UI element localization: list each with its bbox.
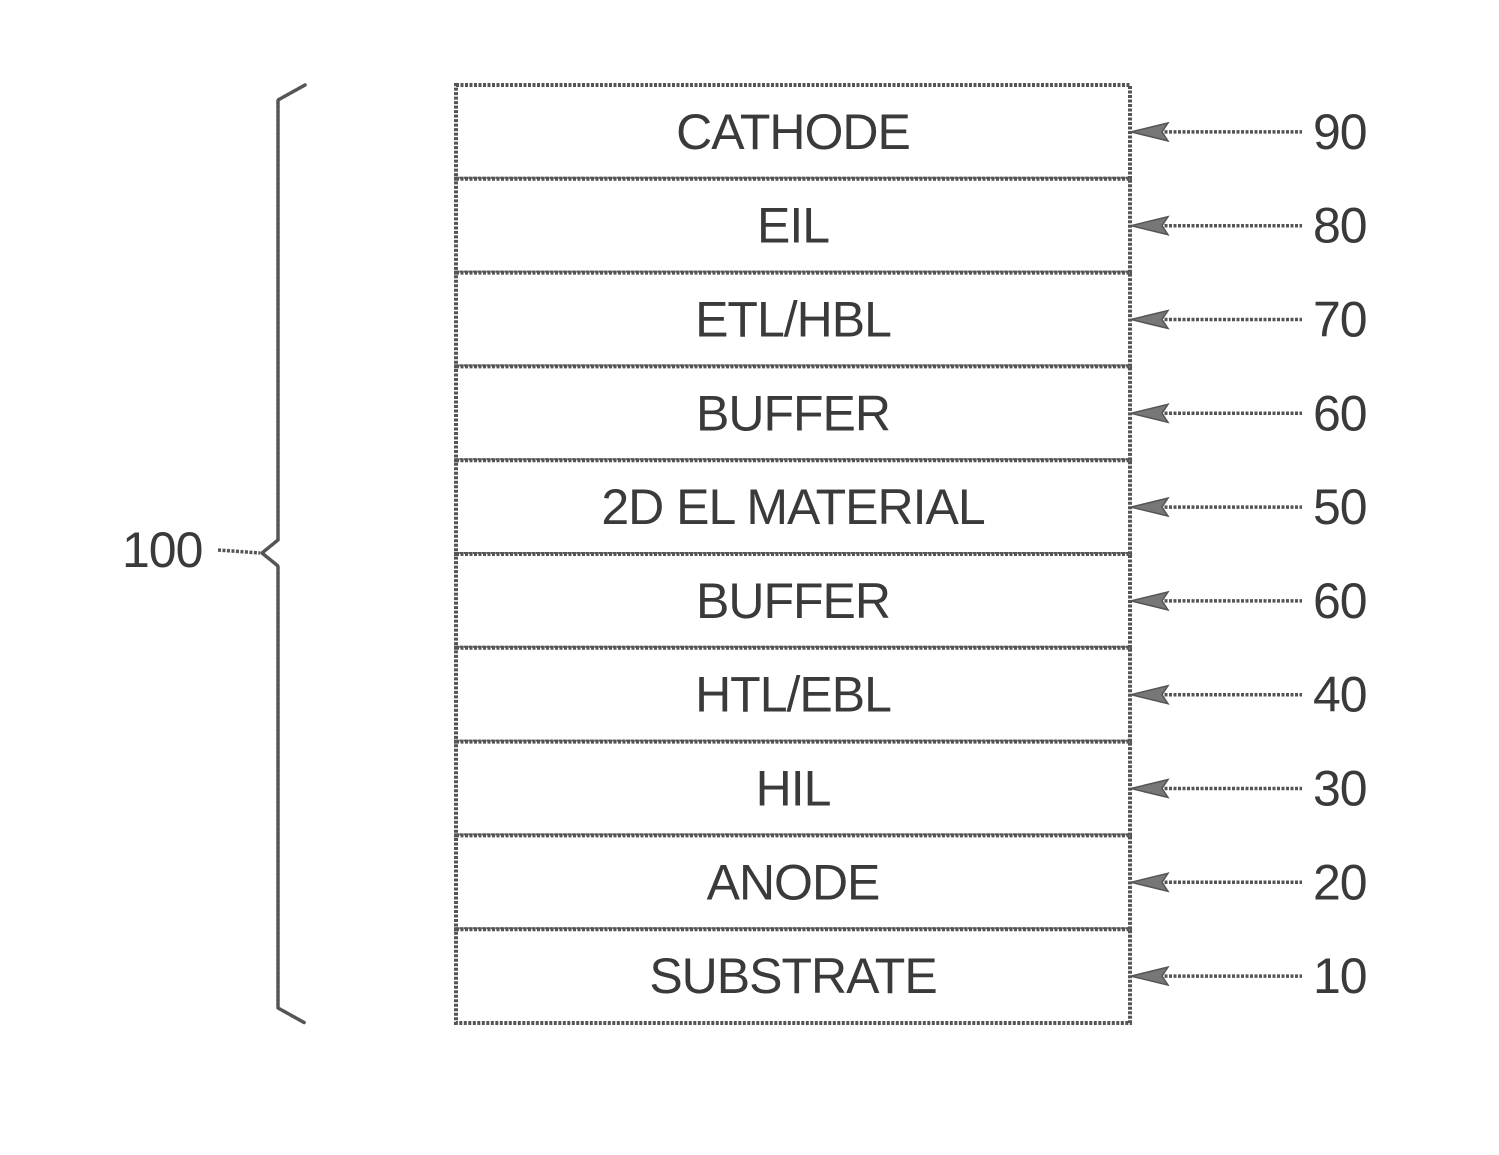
- layer-7: HTL/EBL: [456, 648, 1130, 742]
- layer-2: EIL: [456, 179, 1130, 273]
- stack-label: 100: [122, 522, 202, 578]
- arrowhead-icon: [1131, 873, 1168, 891]
- reference-8: 30: [1131, 761, 1367, 817]
- reference-2: 80: [1131, 198, 1367, 254]
- layer-name: SUBSTRATE: [649, 948, 936, 1004]
- arrowhead-icon: [1131, 311, 1168, 329]
- stack-brace: 100: [122, 85, 305, 1023]
- reference-numeral: 50: [1313, 479, 1367, 535]
- brace-pointer-line: [218, 550, 260, 553]
- reference-10: 10: [1131, 948, 1367, 1004]
- reference-numeral: 90: [1313, 104, 1367, 160]
- layer-name: HIL: [756, 761, 831, 817]
- reference-6: 60: [1131, 573, 1367, 629]
- arrowhead-icon: [1131, 780, 1168, 798]
- reference-9: 20: [1131, 854, 1367, 910]
- layer-name: ETL/HBL: [695, 292, 891, 348]
- arrowhead-icon: [1131, 592, 1168, 610]
- layer-8: HIL: [456, 742, 1130, 836]
- reference-7: 40: [1131, 667, 1367, 723]
- reference-4: 60: [1131, 385, 1367, 441]
- layer-5: 2D EL MATERIAL: [456, 460, 1130, 554]
- reference-numeral: 10: [1313, 948, 1367, 1004]
- layer-name: 2D EL MATERIAL: [601, 479, 985, 535]
- reference-numeral: 70: [1313, 292, 1367, 348]
- layers: CATHODE EIL ETL/HBL BUFFER 2D EL MATERIAL BUF…: [456, 85, 1130, 1023]
- layer-name: BUFFER: [696, 573, 890, 629]
- arrowhead-icon: [1131, 686, 1168, 704]
- layer-9: ANODE: [456, 835, 1130, 929]
- layer-name: EIL: [757, 198, 829, 254]
- arrowhead-icon: [1131, 967, 1168, 985]
- reference-numeral: 60: [1313, 573, 1367, 629]
- layer-3: ETL/HBL: [456, 273, 1130, 367]
- reference-5: 50: [1131, 479, 1367, 535]
- arrowhead-icon: [1131, 217, 1168, 235]
- layer-6: BUFFER: [456, 554, 1130, 648]
- reference-numeral: 80: [1313, 198, 1367, 254]
- reference-numeral: 40: [1313, 667, 1367, 723]
- reference-numerals: 90 80 70 60 50 60 40 30 20 10: [1131, 104, 1367, 1004]
- arrowhead-icon: [1131, 404, 1168, 422]
- layer-name: HTL/EBL: [695, 667, 891, 723]
- reference-numeral: 60: [1313, 385, 1367, 441]
- layer-10: SUBSTRATE: [456, 929, 1130, 1023]
- brace-path: [262, 85, 305, 1023]
- layer-name: BUFFER: [696, 385, 890, 441]
- layer-name: CATHODE: [676, 104, 910, 160]
- layer-4: BUFFER: [456, 366, 1130, 460]
- arrowhead-icon: [1131, 123, 1168, 141]
- layer-1: CATHODE: [456, 85, 1130, 179]
- layer-name: ANODE: [707, 854, 880, 910]
- arrowhead-icon: [1131, 498, 1168, 516]
- reference-3: 70: [1131, 292, 1367, 348]
- reference-numeral: 20: [1313, 854, 1367, 910]
- reference-1: 90: [1131, 104, 1367, 160]
- reference-numeral: 30: [1313, 761, 1367, 817]
